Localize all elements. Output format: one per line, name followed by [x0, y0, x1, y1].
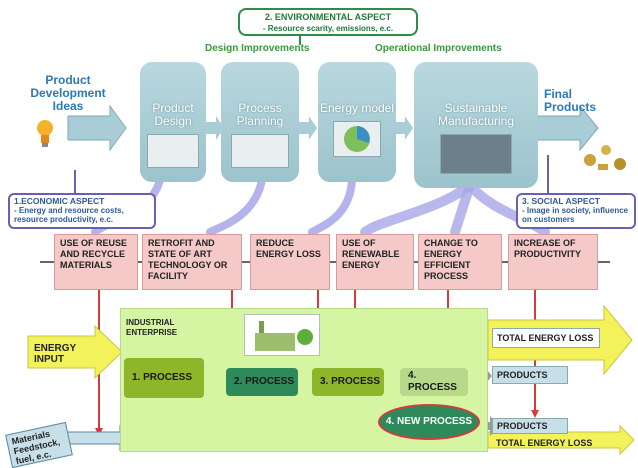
product-development-title: Product Development Ideas — [30, 73, 106, 113]
stage-label: Process Planning — [236, 101, 284, 128]
measure-retrofit: RETROFIT AND STATE OF ART TECHNOLOGY OR … — [142, 234, 242, 290]
process-3: 3. PROCESS — [312, 368, 384, 396]
stage-process-planning: Process Planning — [221, 62, 299, 182]
stage-label: Sustainable Manufacturing — [437, 101, 515, 128]
measure-reduce-loss: REDUCE ENERGY LOSS — [250, 234, 330, 290]
environmental-aspect-box: 2. ENVIRONMENTAL ASPECT - Resource scari… — [238, 8, 418, 36]
chart-image — [231, 134, 289, 168]
pie-chart-image — [333, 121, 381, 157]
stage-energy-model: Energy model — [318, 62, 396, 182]
environmental-detail: - Resource scarity, emissions, e.c. — [262, 24, 394, 33]
process-4: 4. PROCESS — [400, 368, 468, 396]
measure-efficient-process: CHANGE TO ENERGY EFFICIENT PROCESS — [418, 234, 502, 290]
final-products-title: Final Products — [544, 87, 597, 114]
social-detail: - Image in society, influence on custome… — [522, 206, 629, 224]
final-arrow — [534, 104, 599, 152]
economic-detail: - Energy and resource costs, resource pr… — [14, 206, 124, 224]
process-2: 2. PROCESS — [226, 368, 298, 396]
design-improvements-label: Design Improvements — [205, 43, 310, 54]
stage-label: Energy model — [319, 101, 395, 115]
tools-image — [147, 134, 199, 168]
lightbulb-icon — [34, 118, 56, 148]
new-process: 4. NEW PROCESS — [378, 404, 480, 440]
stage-arrow-3 — [393, 116, 413, 140]
total-energy-loss-bottom: TOTAL ENERGY LOSS — [496, 438, 593, 448]
environmental-title: 2. ENVIRONMENTAL ASPECT — [264, 12, 392, 22]
measure-productivity: INCREASE OF PRODUCTIVITY — [508, 234, 598, 290]
stage-label: Product Design — [152, 101, 194, 128]
social-aspect-box: 3. SOCIAL ASPECT - Image in society, inf… — [516, 193, 636, 229]
stage-arrow-2 — [297, 116, 317, 140]
products-bottom: PRODUCTS — [492, 418, 568, 434]
operational-improvements-label: Operational Improvements — [375, 43, 502, 54]
social-title: 3. SOCIAL ASPECT — [522, 196, 600, 206]
stage-product-design: Product Design — [140, 62, 206, 182]
economic-aspect-box: 1.ECONOMIC ASPECT - Energy and resource … — [8, 193, 156, 229]
energy-input-arrow — [27, 324, 123, 380]
parts-icon — [578, 130, 634, 180]
stage-arrow-1 — [204, 116, 224, 140]
stage-sustainable-manufacturing: Sustainable Manufacturing — [414, 62, 538, 188]
measure-renewable: USE OF RENEWABLE ENERGY — [336, 234, 414, 290]
energy-input-label: ENERGY INPUT — [34, 343, 77, 365]
enterprise-label: INDUSTRIAL ENTERPRISE — [126, 318, 178, 337]
gears-image — [440, 134, 512, 174]
economic-title: 1.ECONOMIC ASPECT — [14, 196, 105, 206]
products-top: PRODUCTS — [492, 366, 568, 384]
process-1: 1. PROCESS — [124, 358, 204, 398]
total-energy-loss-top: TOTAL ENERGY LOSS — [492, 328, 600, 348]
dev-arrow — [67, 104, 127, 152]
factory-icon — [244, 314, 320, 356]
measure-reuse-recycle: USE OF REUSE AND RECYCLE MATERIALS — [54, 234, 138, 290]
